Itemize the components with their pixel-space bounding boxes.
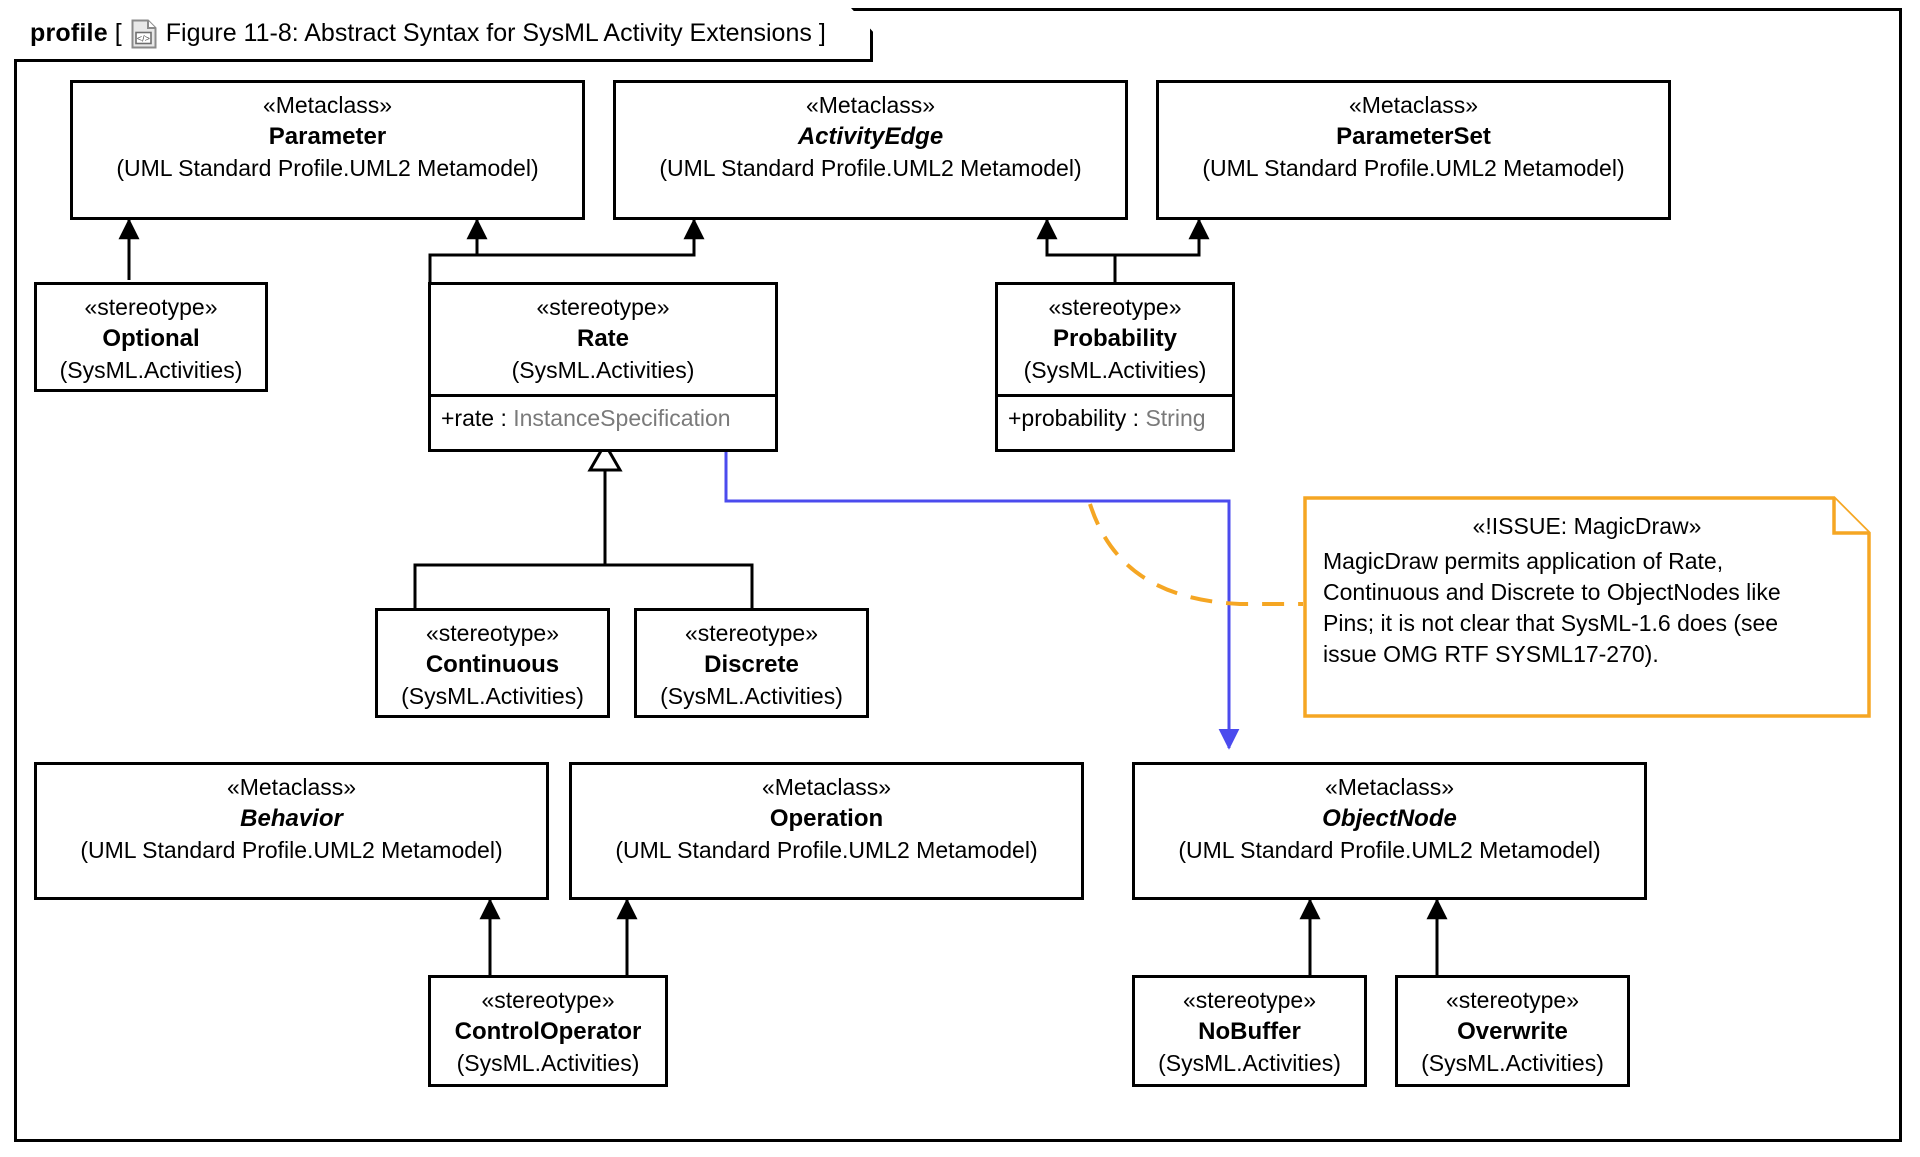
frame-kind-label: profile: [30, 19, 108, 47]
node-rate-attribute-rate: +rate : InstanceSpecification: [441, 403, 767, 433]
node-probability[interactable]: «stereotype» Probability (SysML.Activiti…: [995, 282, 1235, 452]
node-rate-qualifier: (SysML.Activities): [511, 357, 695, 383]
node-controloperator-name: ControlOperator: [454, 1018, 642, 1045]
issue-note-line-2: Continuous and Discrete to ObjectNodes l…: [1323, 579, 1781, 605]
node-parameterset-qualifier: (UML Standard Profile.UML2 Metamodel): [1202, 155, 1625, 181]
node-activityedge-keyword: «Metaclass»: [805, 92, 936, 118]
frame-bracket-close: ]: [818, 19, 826, 47]
node-parameter-qualifier: (UML Standard Profile.UML2 Metamodel): [116, 155, 539, 181]
node-probability-keyword: «stereotype»: [1048, 294, 1182, 320]
issue-note-line-3: Pins; it is not clear that SysML-1.6 doe…: [1323, 610, 1779, 636]
node-controloperator-keyword: «stereotype»: [481, 987, 615, 1013]
issue-note-line-1: MagicDraw permits application of Rate,: [1323, 548, 1724, 574]
node-objectnode-name: ObjectNode: [1322, 805, 1457, 832]
node-discrete[interactable]: «stereotype» Discrete (SysML.Activities): [634, 608, 869, 718]
node-nobuffer-name: NoBuffer: [1198, 1018, 1301, 1045]
node-continuous-name: Continuous: [425, 651, 560, 678]
node-nobuffer-header: «stereotype» NoBuffer (SysML.Activities): [1135, 978, 1364, 1087]
node-continuous-keyword: «stereotype»: [426, 620, 559, 646]
node-parameterset-header: «Metaclass» ParameterSet (UML Standard P…: [1159, 83, 1668, 192]
node-controloperator-qualifier: (SysML.Activities): [456, 1050, 640, 1076]
node-probability-name: Probability: [1052, 325, 1178, 352]
node-rate-keyword: «stereotype»: [536, 294, 670, 320]
issue-note-line-4: issue OMG RTF SYSML17-270).: [1323, 641, 1659, 667]
node-rate[interactable]: «stereotype» Rate (SysML.Activities) +ra…: [428, 282, 778, 452]
node-overwrite-qualifier: (SysML.Activities): [1421, 1050, 1604, 1076]
node-behavior-qualifier: (UML Standard Profile.UML2 Metamodel): [80, 837, 503, 863]
node-parameterset-name: ParameterSet: [1336, 123, 1491, 150]
frame-name-tab: profile [ </> Figure 11-8: Abstract Synt…: [14, 8, 873, 62]
node-probability-attribute-probability-type: String: [1145, 405, 1206, 431]
node-operation-name: Operation: [769, 805, 884, 832]
node-parameterset[interactable]: «Metaclass» ParameterSet (UML Standard P…: [1156, 80, 1671, 220]
node-activityedge-header: «Metaclass» ActivityEdge (UML Standard P…: [616, 83, 1125, 192]
issue-note-body: «!ISSUE: MagicDraw» MagicDraw permits ap…: [1303, 496, 1871, 718]
node-controloperator-header: «stereotype» ControlOperator (SysML.Acti…: [431, 978, 665, 1087]
node-objectnode-header: «Metaclass» ObjectNode (UML Standard Pro…: [1135, 765, 1644, 874]
node-operation-keyword: «Metaclass»: [761, 774, 892, 800]
node-rate-attribute-rate-type: InstanceSpecification: [513, 405, 731, 431]
issue-note[interactable]: «!ISSUE: MagicDraw» MagicDraw permits ap…: [1303, 496, 1871, 718]
node-nobuffer-keyword: «stereotype»: [1183, 987, 1316, 1013]
node-activityedge[interactable]: «Metaclass» ActivityEdge (UML Standard P…: [613, 80, 1128, 220]
node-rate-attributes: +rate : InstanceSpecification: [431, 394, 775, 440]
node-continuous-header: «stereotype» Continuous (SysML.Activitie…: [378, 611, 607, 720]
node-discrete-keyword: «stereotype»: [685, 620, 818, 646]
node-overwrite-keyword: «stereotype»: [1446, 987, 1579, 1013]
node-parameterset-keyword: «Metaclass»: [1348, 92, 1479, 118]
node-operation-header: «Metaclass» Operation (UML Standard Prof…: [572, 765, 1081, 874]
node-behavior-keyword: «Metaclass»: [226, 774, 357, 800]
issue-note-stereotype: «!ISSUE: MagicDraw»: [1472, 513, 1702, 539]
node-continuous[interactable]: «stereotype» Continuous (SysML.Activitie…: [375, 608, 610, 718]
node-activityedge-qualifier: (UML Standard Profile.UML2 Metamodel): [659, 155, 1082, 181]
node-parameter[interactable]: «Metaclass» Parameter (UML Standard Prof…: [70, 80, 585, 220]
frame-title: Figure 11-8: Abstract Syntax for SysML A…: [165, 19, 812, 47]
node-overwrite[interactable]: «stereotype» Overwrite (SysML.Activities…: [1395, 975, 1630, 1087]
node-optional-qualifier: (SysML.Activities): [59, 357, 243, 383]
node-discrete-name: Discrete: [704, 651, 799, 678]
node-overwrite-header: «stereotype» Overwrite (SysML.Activities…: [1398, 978, 1627, 1087]
node-rate-name: Rate: [576, 325, 630, 352]
node-operation[interactable]: «Metaclass» Operation (UML Standard Prof…: [569, 762, 1084, 900]
diagram-document-icon: </>: [131, 19, 157, 49]
node-optional-header: «stereotype» Optional (SysML.Activities): [37, 285, 265, 394]
node-probability-attribute-probability: +probability : String: [1008, 403, 1224, 433]
frame-bracket-open: [: [114, 19, 122, 47]
node-parameter-header: «Metaclass» Parameter (UML Standard Prof…: [73, 83, 582, 192]
node-optional-name: Optional: [102, 325, 200, 352]
node-objectnode-keyword: «Metaclass»: [1324, 774, 1455, 800]
node-overwrite-name: Overwrite: [1457, 1018, 1568, 1045]
node-nobuffer-qualifier: (SysML.Activities): [1158, 1050, 1341, 1076]
node-probability-attributes: +probability : String: [998, 394, 1232, 440]
node-rate-header: «stereotype» Rate (SysML.Activities): [431, 285, 775, 394]
node-behavior-header: «Metaclass» Behavior (UML Standard Profi…: [37, 765, 546, 874]
node-activityedge-name: ActivityEdge: [797, 123, 944, 150]
node-rate-attribute-rate-name: +rate :: [441, 405, 514, 431]
node-discrete-header: «stereotype» Discrete (SysML.Activities): [637, 611, 866, 720]
node-nobuffer[interactable]: «stereotype» NoBuffer (SysML.Activities): [1132, 975, 1367, 1087]
node-continuous-qualifier: (SysML.Activities): [401, 683, 584, 709]
node-optional-keyword: «stereotype»: [84, 294, 218, 320]
node-discrete-qualifier: (SysML.Activities): [660, 683, 843, 709]
svg-text:</>: </>: [137, 33, 150, 43]
node-parameter-name: Parameter: [268, 123, 387, 150]
node-optional[interactable]: «stereotype» Optional (SysML.Activities): [34, 282, 268, 392]
node-probability-qualifier: (SysML.Activities): [1023, 357, 1207, 383]
node-behavior[interactable]: «Metaclass» Behavior (UML Standard Profi…: [34, 762, 549, 900]
node-parameter-keyword: «Metaclass»: [262, 92, 393, 118]
node-probability-header: «stereotype» Probability (SysML.Activiti…: [998, 285, 1232, 394]
node-objectnode-qualifier: (UML Standard Profile.UML2 Metamodel): [1178, 837, 1601, 863]
node-controloperator[interactable]: «stereotype» ControlOperator (SysML.Acti…: [428, 975, 668, 1087]
node-operation-qualifier: (UML Standard Profile.UML2 Metamodel): [615, 837, 1038, 863]
issue-note-shape: [1303, 496, 1871, 718]
node-probability-attribute-probability-name: +probability :: [1008, 405, 1146, 431]
node-behavior-name: Behavior: [240, 805, 343, 832]
node-objectnode[interactable]: «Metaclass» ObjectNode (UML Standard Pro…: [1132, 762, 1647, 900]
